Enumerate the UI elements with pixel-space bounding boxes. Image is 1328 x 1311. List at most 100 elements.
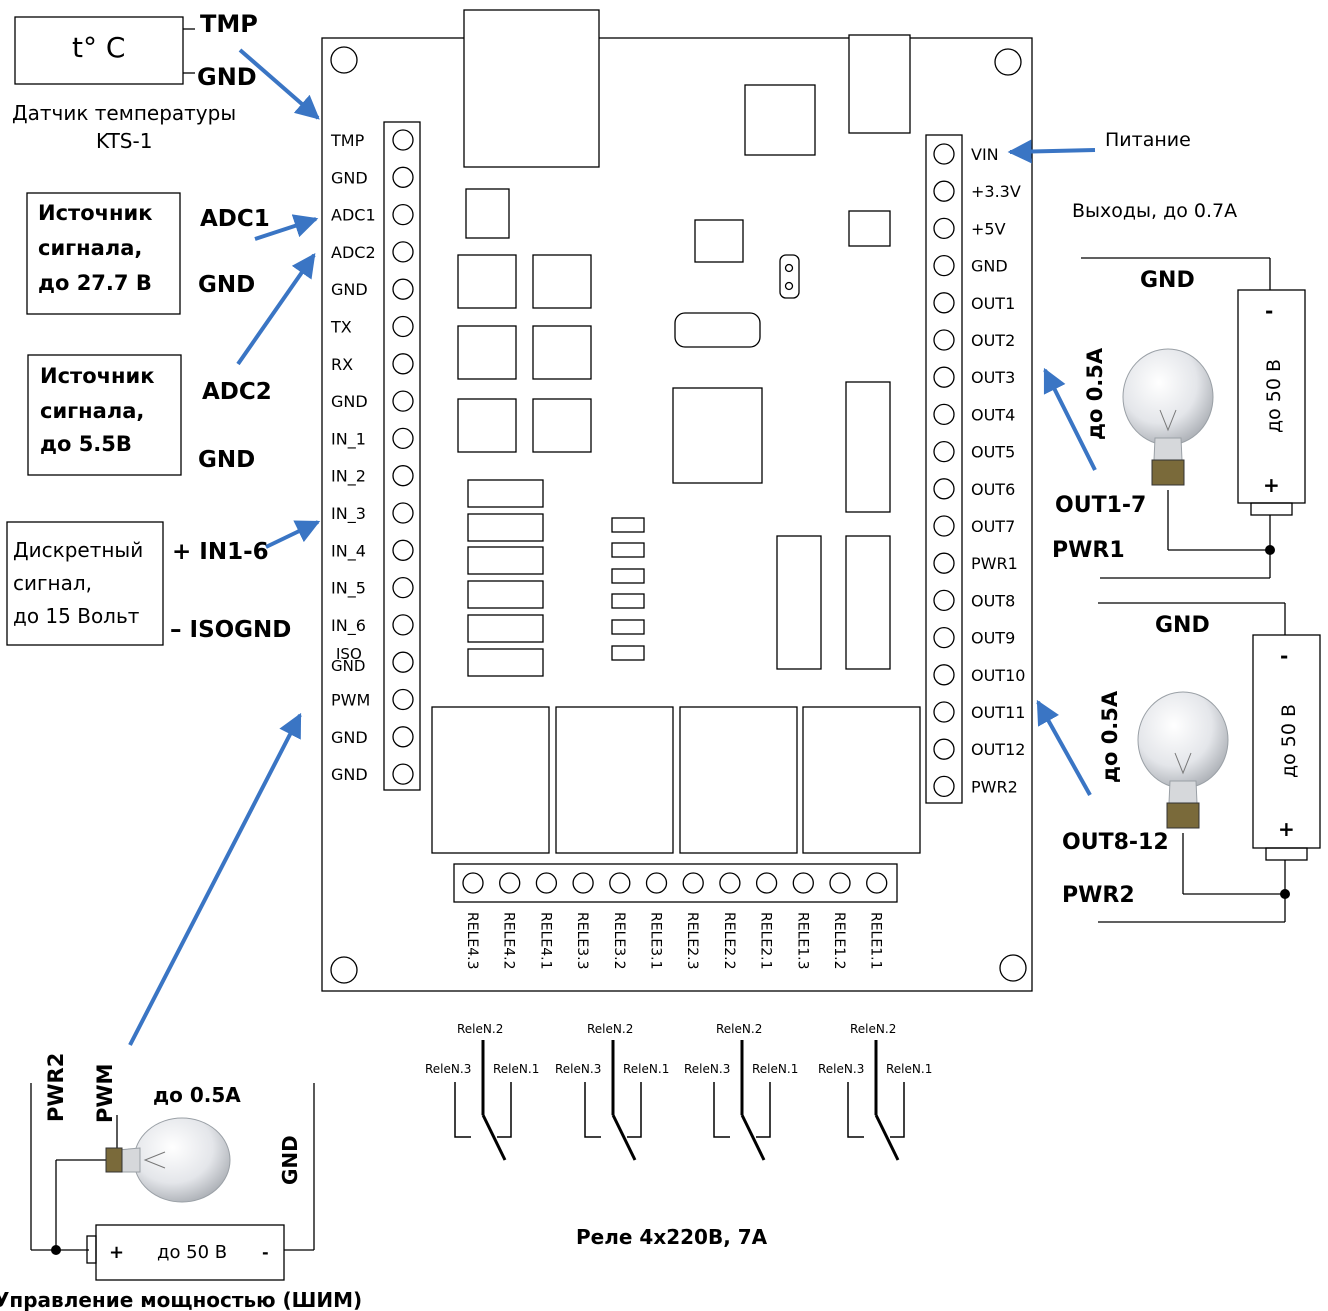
adc2-source-line1: Источник bbox=[40, 364, 155, 388]
sensor-caption-model: KTS-1 bbox=[96, 129, 152, 153]
relay-contact-n1-label: ReleN.1 bbox=[493, 1062, 539, 1076]
relay-pin-label: RELE3.1 bbox=[648, 912, 664, 969]
terminal-hole-rele1-3 bbox=[792, 872, 814, 894]
out2-plus: + bbox=[1278, 817, 1295, 841]
out8-12-label: OUT8-12 bbox=[1062, 830, 1169, 855]
terminal-hole-gnd bbox=[392, 390, 414, 412]
out1-7-label: OUT1-7 bbox=[1055, 493, 1146, 518]
terminal-hole-in-1 bbox=[392, 427, 414, 450]
terminal-hole-vin bbox=[933, 143, 955, 165]
terminal-hole-out1 bbox=[933, 292, 955, 314]
lamp-icon bbox=[105, 1117, 231, 1203]
adc1-label: ADC1 bbox=[200, 206, 270, 232]
discrete-signal-box bbox=[6, 521, 164, 646]
arrows bbox=[128, 48, 1097, 1046]
adc2-source-line2: сигнала, bbox=[40, 399, 144, 423]
terminal-hole-rele2-3 bbox=[682, 872, 704, 894]
board-outline bbox=[321, 37, 1033, 992]
terminal-hole-in-4 bbox=[392, 539, 414, 561]
adc1-source-line3: до 27.7 В bbox=[38, 271, 152, 295]
terminal-hole-rele2-2 bbox=[719, 872, 741, 894]
discrete-line1: Дискретный bbox=[13, 538, 143, 562]
left-pin-label: ADC2 bbox=[331, 243, 376, 262]
pwr2-label: PWR2 bbox=[1062, 883, 1135, 908]
terminal-hole-gnd bbox=[392, 278, 414, 300]
right-pin-label: OUT8 bbox=[971, 591, 1015, 610]
right-pin-label: +3.3V bbox=[971, 182, 1021, 201]
terminal-hole-out8 bbox=[933, 589, 955, 612]
terminal-hole-gnd bbox=[392, 763, 414, 785]
right-pin-label: PWR1 bbox=[971, 554, 1018, 573]
out2-current-label: до 0.5А bbox=[1098, 690, 1122, 783]
adc1-source-line1: Источник bbox=[38, 201, 153, 225]
terminal-hole-tx bbox=[392, 315, 414, 338]
pwm-current-label: до 0.5А bbox=[153, 1083, 241, 1107]
terminal-hole-out5 bbox=[933, 440, 955, 463]
terminal-hole-gnd bbox=[392, 726, 414, 748]
in1-6-label: + IN1-6 bbox=[172, 539, 269, 565]
out1-plus: + bbox=[1263, 473, 1280, 497]
relay-contact-n1-label: ReleN.1 bbox=[623, 1062, 669, 1076]
pwm-minus: - bbox=[262, 1243, 269, 1262]
terminal-hole-rele4-1 bbox=[535, 872, 558, 894]
pwm-voltage-label: до 50 В bbox=[157, 1242, 227, 1263]
gnd-wire-label: GND bbox=[197, 63, 257, 91]
relay-contact-symbol bbox=[454, 1040, 512, 1161]
right-pin-label: OUT7 bbox=[971, 517, 1015, 536]
right-pin-label: GND bbox=[971, 257, 1008, 276]
adc1-source-line2: сигнала, bbox=[38, 236, 142, 260]
right-pin-label: PWR2 bbox=[971, 777, 1018, 796]
left-pin-label: GND bbox=[331, 765, 368, 784]
tmp-wire-label: TMP bbox=[200, 10, 258, 38]
pwm-caption: Управление мощностью (ШИМ) bbox=[0, 1288, 362, 1311]
adc2-label: ADC2 bbox=[202, 379, 272, 405]
terminal-hole-out7 bbox=[933, 515, 955, 537]
pwm-pwr2-label: PWR2 bbox=[44, 1053, 68, 1122]
relay-pin-label: RELE4.1 bbox=[537, 912, 553, 969]
pwm-gnd-label: GND bbox=[278, 1135, 302, 1185]
terminal-hole-out6 bbox=[933, 478, 955, 500]
relay-contact-n1-label: ReleN.1 bbox=[886, 1062, 932, 1076]
pwr1-label: PWR1 bbox=[1052, 538, 1125, 563]
terminal-hole-out12 bbox=[933, 738, 955, 760]
right-pin-label: OUT3 bbox=[971, 368, 1015, 387]
right-pin-label: OUT5 bbox=[971, 443, 1015, 462]
right-terminal-block bbox=[925, 134, 963, 804]
isognd-label: – ISOGND bbox=[170, 617, 291, 643]
terminal-hole-gnd bbox=[392, 166, 414, 188]
pwm-plus: + bbox=[109, 1242, 124, 1263]
out2-voltage-label: до 50 В bbox=[1278, 704, 1300, 778]
terminal-hole-iso-gnd bbox=[392, 651, 414, 673]
terminal-hole-out4 bbox=[933, 403, 955, 426]
power-jack bbox=[848, 34, 911, 134]
relay-contact-n2-label: ReleN.2 bbox=[850, 1022, 896, 1036]
terminal-hole-tmp bbox=[392, 129, 414, 151]
relays-caption: Реле 4х220В, 7А bbox=[576, 1225, 768, 1249]
adc2-source-box bbox=[27, 354, 182, 476]
terminal-hole-out3 bbox=[933, 366, 955, 388]
terminal-hole-adc1 bbox=[392, 203, 414, 226]
left-pin-label: PWM bbox=[331, 691, 370, 710]
adc1-source-box bbox=[26, 192, 181, 315]
relay-pin-label: RELE1.2 bbox=[831, 912, 847, 969]
relay-3 bbox=[555, 706, 674, 854]
left-pin-label: TMP bbox=[330, 131, 365, 150]
left-pin-label: GND bbox=[331, 280, 368, 299]
relay-contact-n2-label: ReleN.2 bbox=[587, 1022, 633, 1036]
discrete-line2: сигнал, bbox=[13, 571, 92, 595]
terminal-hole-out10 bbox=[933, 664, 955, 686]
relay-pin-label: RELE4.3 bbox=[464, 912, 480, 969]
outputs-title: Выходы, до 0.7А bbox=[1072, 200, 1237, 222]
right-pin-label: OUT12 bbox=[971, 740, 1025, 759]
left-terminal-block bbox=[383, 121, 421, 791]
terminal-hole-in-2 bbox=[392, 465, 414, 487]
pwm-pwm-label: PWM bbox=[93, 1064, 117, 1123]
out1-current-label: до 0.5А bbox=[1083, 347, 1107, 440]
relay-1 bbox=[802, 706, 921, 854]
relay-contact-symbol bbox=[584, 1040, 642, 1161]
relay-contact-n2-label: ReleN.2 bbox=[457, 1022, 503, 1036]
relay-contact-n2-label: ReleN.2 bbox=[716, 1022, 762, 1036]
